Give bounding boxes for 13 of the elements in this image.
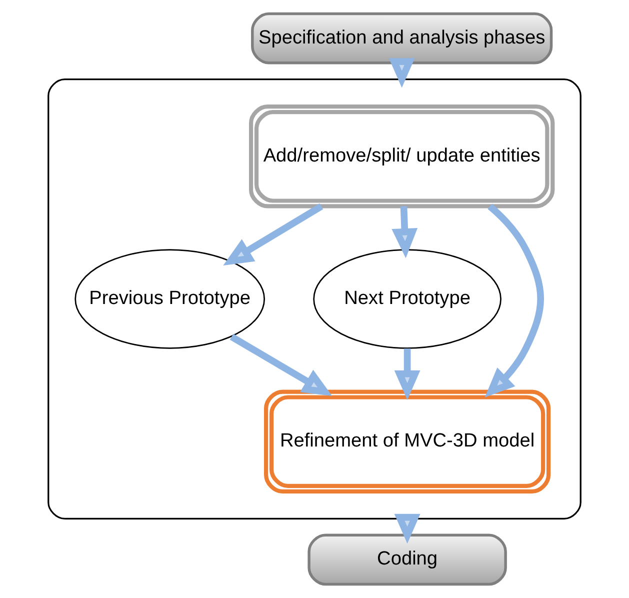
cluster [48,78,582,520]
arrow [394,348,420,400]
node-ellipse: Previous Prototype [74,249,266,349]
node-box: Coding [308,534,507,586]
arrow [484,204,544,398]
node-box: Refinement of MVC-3D model [264,390,551,494]
node-ellipse: Next Prototype [313,249,502,349]
arrow [223,203,324,266]
node-box: Add/remove/split/ update entities [249,104,555,208]
arrow [392,206,418,258]
arrow [230,334,332,396]
arrow [394,514,420,544]
arrow [388,58,415,88]
